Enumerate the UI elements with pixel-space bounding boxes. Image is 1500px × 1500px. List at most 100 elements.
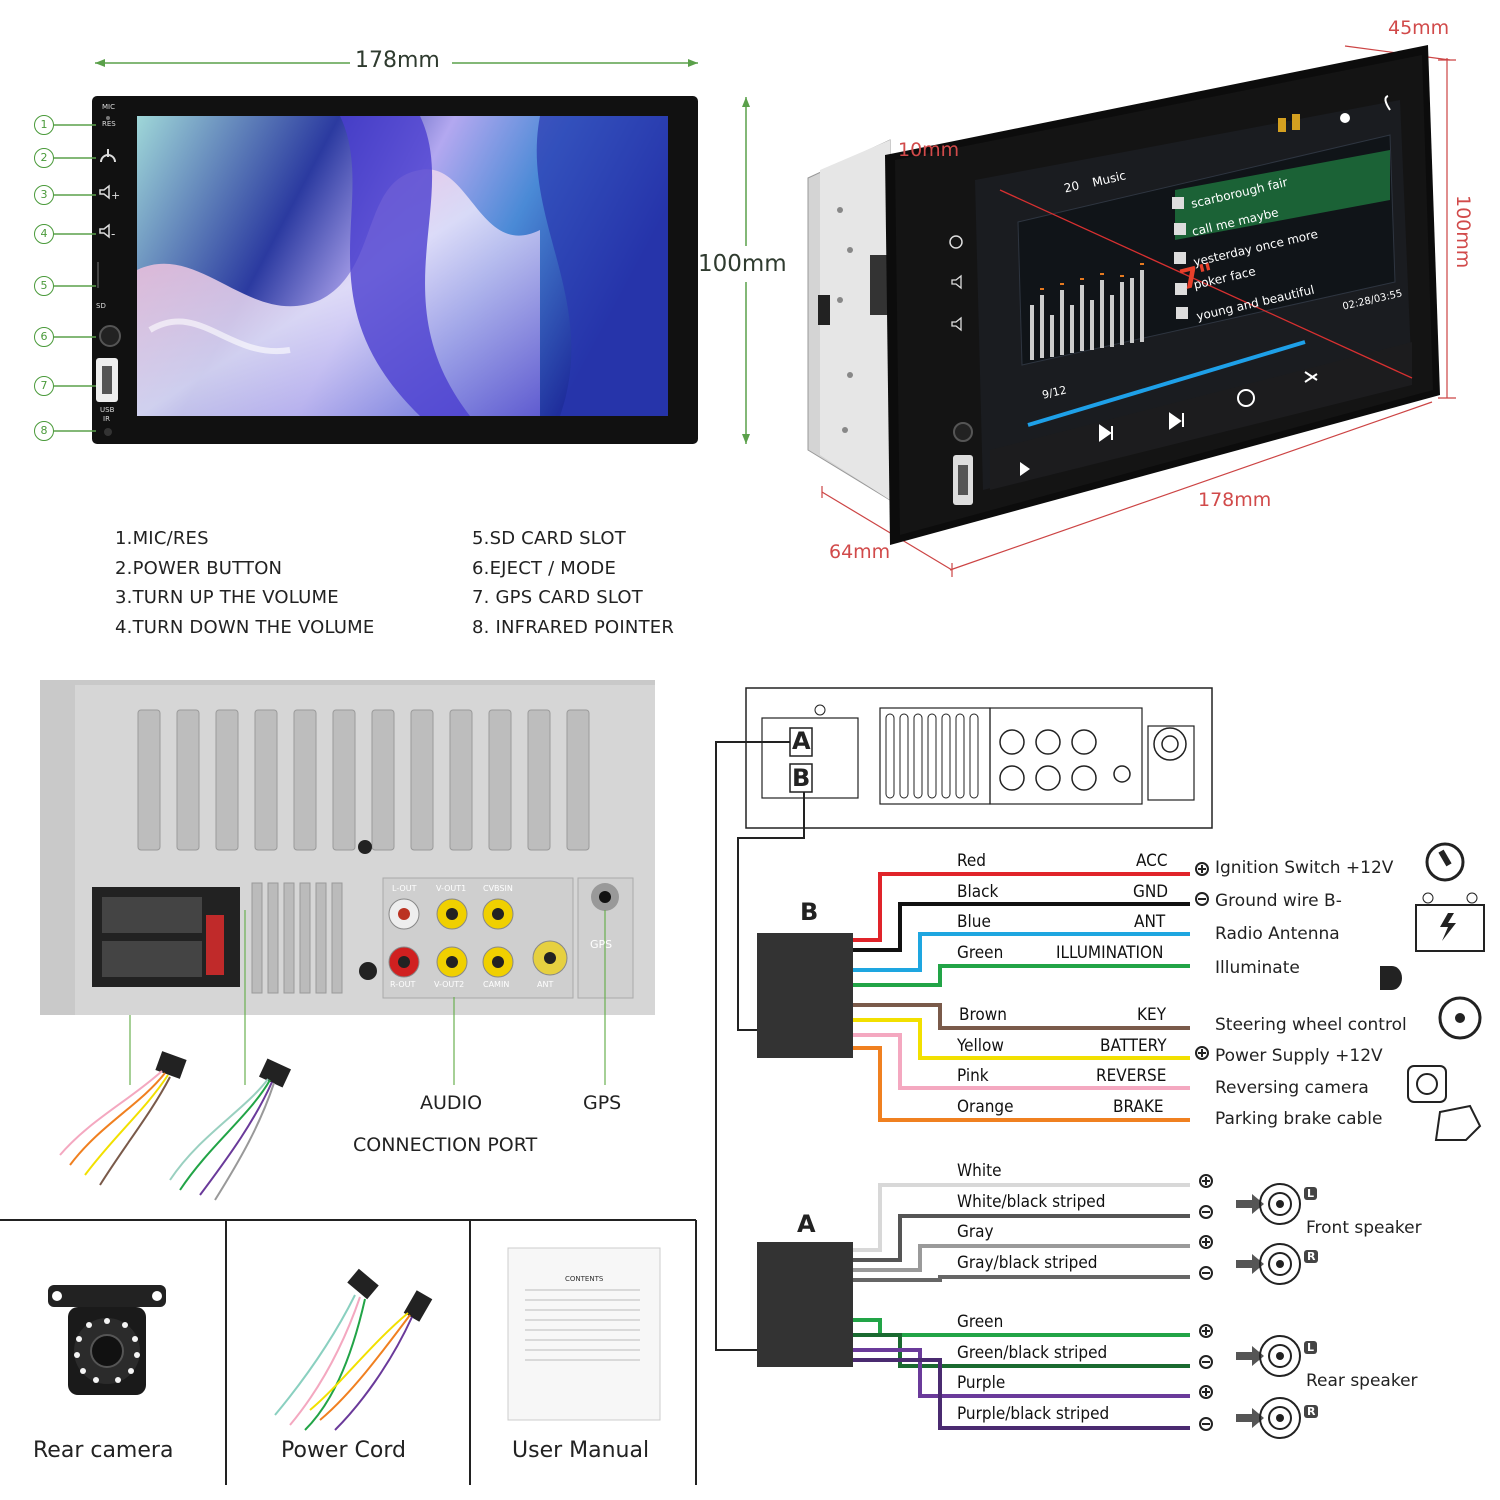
callout-5: 5: [34, 276, 54, 296]
arrow-icon: [1236, 1194, 1264, 1214]
connector-b-label: B: [800, 898, 819, 926]
wire-a-color-6: Purple: [957, 1373, 1006, 1393]
wire-b-func-7: Parking brake cable: [1215, 1109, 1383, 1129]
package-graphic: [0, 1219, 697, 1485]
wire-b-func-4: Steering wheel control: [1215, 1015, 1407, 1035]
wire-b-color-2: Blue: [957, 912, 991, 932]
wire-b-func-2: Radio Antenna: [1215, 924, 1340, 944]
port-label-cvbsin: CVBSIN: [483, 884, 513, 893]
wire-a-line-3: [853, 1275, 1190, 1282]
wire-b-signal-0: ACC: [1136, 851, 1168, 871]
head-connector-a-label: A: [792, 727, 811, 755]
wire-b-signal-7: BRAKE: [1113, 1097, 1164, 1117]
gps-label: GPS: [583, 1092, 622, 1114]
wire-b-func-0: Ignition Switch +12V: [1215, 858, 1394, 878]
bezel-label: 10mm: [898, 139, 960, 161]
body-depth-label: 64mm: [829, 541, 891, 563]
wire-a-color-0: White: [957, 1161, 1002, 1181]
svg-text:-: -: [111, 227, 115, 241]
legend-item-4: 4.TURN DOWN THE VOLUME: [115, 616, 375, 638]
wire-b-line-3: [853, 964, 1190, 987]
callout-1: 1: [34, 115, 54, 135]
wire-b-color-4: Brown: [959, 1005, 1007, 1025]
ir-label: IR: [103, 415, 110, 423]
wire-b-color-0: Red: [957, 851, 986, 871]
wiring-graphic: [715, 687, 1485, 1439]
head-connector-b-label: B: [792, 764, 811, 792]
angle-height-label: 100mm: [1452, 195, 1474, 269]
callout-7: 7: [34, 376, 54, 396]
speaker-icon: [1259, 1397, 1301, 1439]
angle-view-graphic: [807, 45, 1456, 577]
power-cord-caption: Power Cord: [281, 1438, 406, 1463]
wire-b-signal-2: ANT: [1134, 912, 1166, 932]
callout-4: 4: [34, 224, 54, 244]
wire-a-line-7: [853, 1358, 1190, 1430]
wire-b-signal-5: BATTERY: [1100, 1036, 1167, 1056]
wire-b-color-7: Orange: [957, 1097, 1014, 1117]
front-height-label: 100mm: [698, 251, 787, 277]
front-speaker-label: Front speaker: [1306, 1218, 1422, 1238]
legend-item-5: 5.SD CARD SLOT: [472, 528, 626, 549]
callout-2: 2: [34, 148, 54, 168]
legend-item-6: 6.EJECT / MODE: [472, 557, 617, 579]
callout-3: 3: [34, 185, 54, 205]
port-label-lout: L-OUT: [392, 884, 417, 893]
wire-b-color-5: Yellow: [957, 1036, 1004, 1056]
wire-b-color-1: Black: [957, 882, 999, 902]
wire-a-line-4: [853, 1318, 1190, 1337]
wire-b-line-4: [853, 1003, 1190, 1030]
wire-a-line-1: [853, 1214, 1190, 1262]
usb-label: USB: [100, 406, 115, 414]
wire-b-line-7: [853, 1046, 1190, 1122]
wire-a-color-1: White/black striped: [957, 1192, 1106, 1212]
audio-label: AUDIO: [420, 1092, 483, 1114]
legend-right: 5.SD CARD SLOT 6.EJECT / MODE 7. GPS CAR…: [472, 524, 674, 642]
port-label-vout2: V-OUT2: [434, 980, 465, 989]
wire-b-func-6: Reversing camera: [1215, 1078, 1369, 1098]
arrow-icon: [1236, 1408, 1264, 1428]
legend-left: 1.MIC/RES 2.POWER BUTTON 3.TURN UP THE V…: [115, 524, 374, 642]
rear-camera-caption: Rear camera: [33, 1438, 174, 1463]
legend-item-7: 7. GPS CARD SLOT: [472, 587, 643, 608]
wire-a-line-6: [853, 1348, 1190, 1398]
arrow-icon: [1236, 1346, 1264, 1366]
speaker-icon: [1259, 1183, 1301, 1225]
res-label: RES: [102, 120, 116, 128]
wire-b-line-2: [853, 932, 1190, 972]
port-label-vout1: V-OUT1: [436, 884, 467, 893]
legend-item-8: 8. INFRARED POINTER: [472, 616, 675, 638]
wire-b-line-5: [853, 1018, 1190, 1060]
wire-b-line-1: [853, 902, 1190, 952]
front-right-badge: R: [1304, 1250, 1319, 1263]
callout-8: 8: [34, 421, 54, 441]
legend-item-3: 3.TURN UP THE VOLUME: [115, 587, 339, 608]
port-label-camin: CAMIN: [483, 980, 510, 989]
svg-text:+: +: [111, 189, 120, 202]
legend-item-1: 1.MIC/RES: [115, 528, 209, 549]
wire-b-color-6: Pink: [957, 1066, 989, 1086]
angle-width-label: 178mm: [1198, 489, 1272, 511]
wire-b-func-3: Illuminate: [1215, 958, 1300, 978]
wire-a-color-4: Green: [957, 1312, 1004, 1332]
mic-label: MIC: [102, 103, 115, 111]
wire-a-color-2: Gray: [957, 1222, 994, 1242]
wire-b-signal-6: REVERSE: [1096, 1066, 1167, 1086]
manual-title: CONTENTS: [565, 1275, 604, 1283]
connector-a-label: A: [797, 1210, 816, 1238]
user-manual-caption: User Manual: [512, 1438, 650, 1463]
rear-right-badge: R: [1304, 1405, 1319, 1418]
wire-b-signal-1: GND: [1133, 882, 1169, 902]
wire-b-line-6: [853, 1033, 1190, 1090]
wire-b-func-1: Ground wire B-: [1215, 891, 1342, 911]
wire-a-line-2: [853, 1244, 1190, 1272]
rear-speaker-label: Rear speaker: [1306, 1371, 1418, 1391]
front-width-label: 178mm: [355, 48, 440, 73]
wire-b-signal-3: ILLUMINATION: [1056, 943, 1164, 963]
wire-a-line-0: [853, 1183, 1190, 1252]
wire-b-func-5: Power Supply +12V: [1215, 1046, 1383, 1066]
arrow-icon: [1236, 1254, 1264, 1274]
rear-view-graphic: [40, 680, 655, 1201]
callout-6: 6: [34, 327, 54, 347]
wire-a-color-3: Gray/black striped: [957, 1253, 1098, 1273]
